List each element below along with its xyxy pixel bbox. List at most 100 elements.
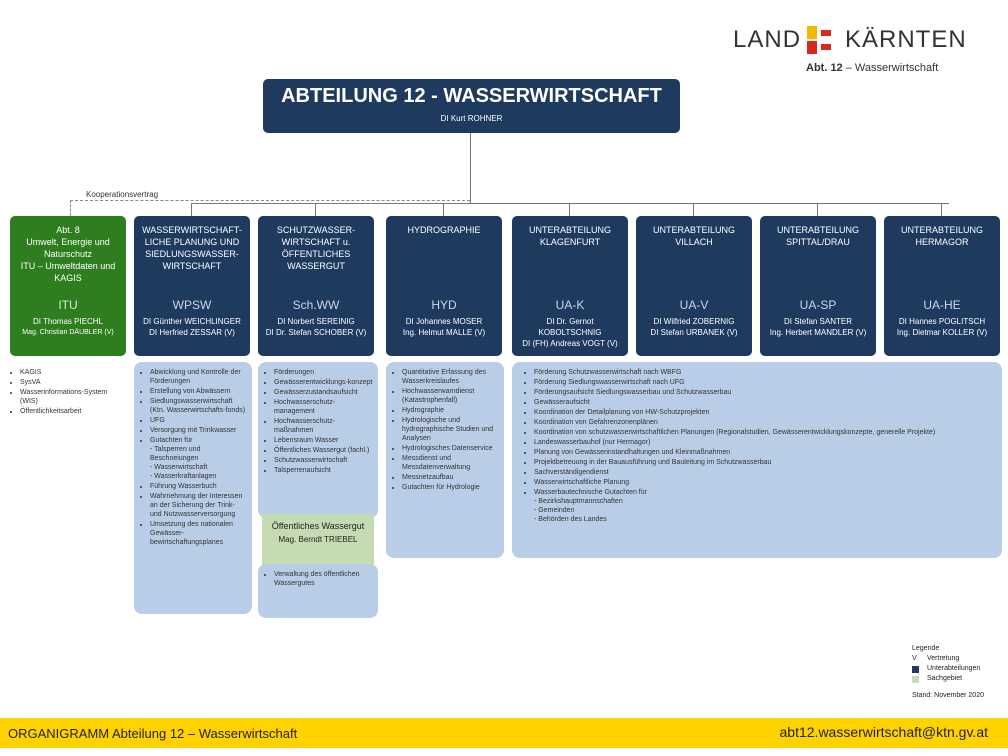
connector-drop-6 [817,203,818,216]
connector-drop-3 [443,203,444,216]
tasks-wpsw: Abwicklung und Kontrolle der Förderungen… [134,362,252,614]
sub-unit-name: Öffentliches Wassergut [271,521,365,531]
task-item: Landeswasserbauhof (nur Hermagor) [534,438,998,447]
department-title: ABTEILUNG 12 - WASSERWIRTSCHAFT [281,85,662,107]
task-item: Schutzwasserwirtschaft [274,456,374,465]
task-item: Abwicklung und Kontrolle der Förderungen [150,368,248,386]
task-item: Hydrologisches Datenservice [402,444,500,453]
connector-cooperation-drop [70,200,71,216]
dept-head: DI Hannes POGLITSCH [898,317,986,326]
tasks-schww: FörderungenGewässerentwicklungs-konzeptG… [258,362,378,518]
dept-head: DI Stefan SANTER [783,317,853,326]
task-item: Hochwasserwarndienst (Katastrophenfall) [402,387,500,405]
dept-name: WASSERWIRTSCHAFT-LICHE PLANUNG UND SIEDL… [142,225,242,271]
logo-kaernten-text: KÄRNTEN [845,26,967,53]
dept-deputy: Mag. Christian DÄUBLER (V) [22,329,114,336]
task-item: Quantitative Erfassung des Wasserkreisla… [402,368,500,386]
task-item: Koordination von schutzwasserwirtschaftl… [534,428,998,437]
dept-head: DI Johannes MOSER [405,317,483,326]
dept-abbreviation: UA-V [679,298,709,312]
dept-head: DI Wilfried ZOBERNIG [653,317,735,326]
task-item: Umsetzung des nationalen Gewässer-bewirt… [150,520,248,547]
dept-deputy: Ing. Dietmar KOLLER (V) [896,328,988,337]
task-item: Messnetzaufbau [402,473,500,482]
task-item: Lebensraum Wasser [274,436,374,445]
dept-deputy: DI (FH) Andreas VOGT (V) [522,339,618,348]
dept-abbreviation: ITU [58,298,78,312]
dept-heads: DI Wilfried ZOBERNIG DI Stefan URBANEK (V… [638,316,750,338]
dept-abbreviation: UA-K [555,298,585,312]
connector-drop-1 [191,203,192,216]
legend-item-unterabteilungen: Unterabteilungen [912,664,980,674]
connector-drop-2 [315,203,316,216]
task-item: Förderungsaufsicht Siedlungswasserbau un… [534,388,998,397]
task-item: Hochwasserschutz-maßnahmen [274,417,374,435]
task-item: UFG [150,416,248,425]
dept-heads: DI Johannes MOSER Ing. Helmut MALLE (V) [388,316,500,338]
task-item: Wasserinformations-System (WIS) [20,388,124,406]
cooperation-label: Kooperationsvertrag [86,190,159,199]
connector-horizontal [191,203,949,204]
dept-deputy: DI Stefan URBANEK (V) [650,328,738,337]
dept-heads: DI Hannes POGLITSCH Ing. Dietmar KOLLER (… [886,316,998,338]
task-item: Gutachten für - Talsperren und Beschneiu… [150,436,248,481]
task-item: Messdienst und Messdatenverwaltung [402,454,500,472]
task-item: Sachverständigendienst [534,468,998,477]
task-item: Projektbetreuung in der Bauausführung un… [534,458,998,467]
dept-box-1: WASSERWIRTSCHAFT-LICHE PLANUNG UND SIEDL… [134,216,250,356]
task-item: Förderung Siedlungswasserwirtschaft nach… [534,378,998,387]
connector-drop-7 [941,203,942,216]
dept-heads: DI Dr. Gernot KOBOLTSCHNIG DI (FH) Andrea… [514,316,626,349]
dept-head: DI Dr. Gernot KOBOLTSCHNIG [538,317,602,337]
task-item: Gewässerentwicklungs-konzept [274,378,374,387]
task-item: Öffentlichkeitsarbeit [20,407,124,416]
dept-name: UNTERABTEILUNG VILLACH [652,225,735,247]
task-item: Förderung Schutzwasserwirtschaft nach WB… [534,368,998,377]
logo-land-text: LAND [733,26,802,53]
task-item: Wasserwirtschaftliche Planung [534,478,998,487]
task-item: Versorgung mit Trinkwasser [150,426,248,435]
task-item: Förderungen [274,368,374,377]
task-item: Hochwasserschutz-management [274,398,374,416]
tasks-schww-sub: Verwaltung des öffentlichen Wassergutes [258,564,378,618]
dept-head: DI Günther WEICHLINGER [143,317,241,326]
dept-name: UNTERABTEILUNG KLAGENFURT [528,225,611,247]
sub-unit-head: Mag. Berndt TRIEBEL [278,535,358,544]
task-item: Gutachten für Hydrologie [402,483,500,492]
dept-head: DI Thomas PIECHL [32,317,104,326]
dept-box-0: Abt. 8 Umwelt, Energie und Naturschutz I… [10,216,126,356]
tasks-itu: KAGISSysVAWasserinformations-System (WIS… [4,362,128,482]
dept-box-5: UNTERABTEILUNG VILLACH UA-V DI Wilfried ZO… [636,216,752,356]
dept-name: HYDROGRAPHIE [407,225,481,235]
dept-abbreviation: UA-SP [799,298,837,312]
footer-email[interactable]: abt12.wasserwirtschaft@ktn.gv.at [779,724,988,740]
footer-title: ORGANIGRAMM Abteilung 12 – Wasserwirtsch… [8,726,298,741]
dept-name: Abt. 8 Umwelt, Energie und Naturschutz I… [20,225,116,283]
task-item: Verwaltung des öffentlichen Wassergutes [274,570,374,588]
task-item: Gewässerzustandsaufsicht [274,388,374,397]
task-item: Wasserbautechnische Gutachten für - Bezi… [534,488,998,524]
task-item: Planung von Gewässerinstandhaltungen und… [534,448,998,457]
task-item: Hydrologische und hydrographische Studie… [402,416,500,443]
dept-deputy: Ing. Herbert MANDLER (V) [769,328,867,337]
department-header-box: ABTEILUNG 12 - WASSERWIRTSCHAFT DI Kurt … [263,79,680,133]
department-head: DI Kurt ROHNER [440,114,503,123]
task-item: Wahrnehmung der Interessen an der Sicher… [150,492,248,519]
legend-item-sachgebiet: Sachgebiet [912,674,980,684]
task-item: Öffentliches Wassergut (fachl.) [274,446,374,455]
task-item: KAGIS [20,368,124,377]
dept-box-4: UNTERABTEILUNG KLAGENFURT UA-K DI Dr. Gern… [512,216,628,356]
dept-deputy: Ing. Helmut MALLE (V) [402,328,486,337]
connector-main-vertical [470,133,471,203]
task-item: Koordination von Gefahrenzonenplänen [534,418,998,427]
tasks-hyd: Quantitative Erfassung des Wasserkreisla… [386,362,504,558]
task-item: Siedlungswasserwirtschaft (Ktn. Wasserwi… [150,397,248,415]
task-item: Hydrographie [402,406,500,415]
footer-bar [0,718,1008,748]
